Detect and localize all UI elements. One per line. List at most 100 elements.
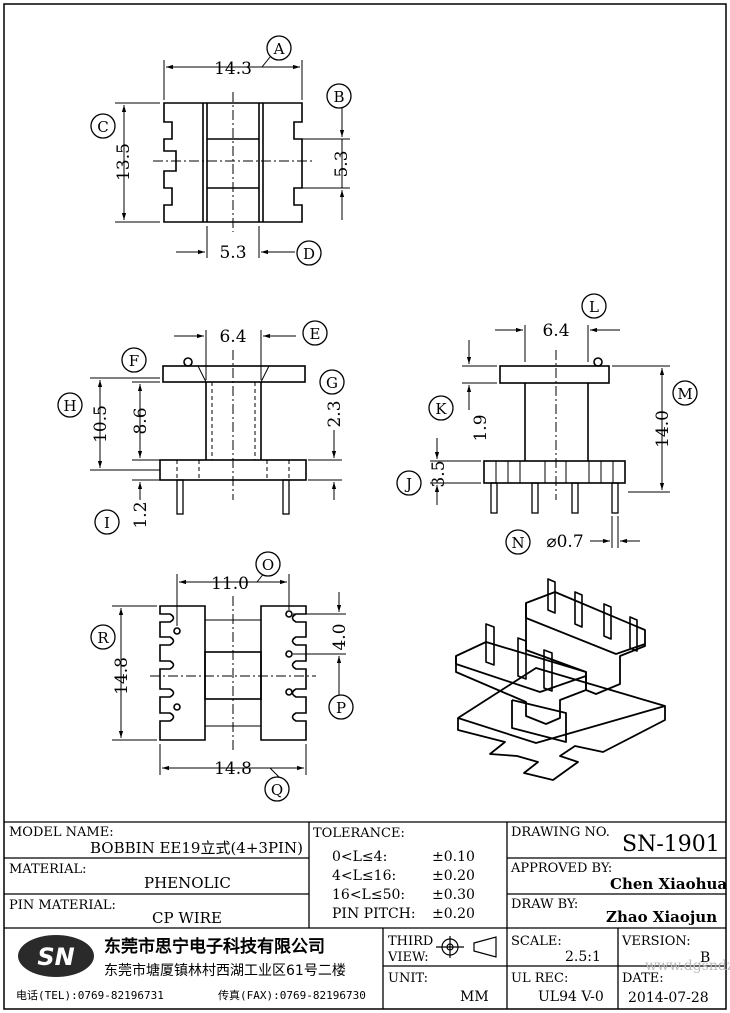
dim-k-value: 1.9 <box>471 414 491 441</box>
dim-j-value: 3.5 <box>429 460 449 487</box>
svg-text:C: C <box>97 118 108 136</box>
balloon-m: M <box>672 380 698 406</box>
title-block <box>4 821 726 1009</box>
drawing-no: SN-1901 <box>622 832 720 857</box>
side-view <box>430 325 670 548</box>
version: B <box>700 950 710 966</box>
balloon-f: F <box>121 347 147 373</box>
dim-r-value: 14.8 <box>112 657 132 695</box>
model-name-label: MODEL NAME: <box>9 825 114 840</box>
dim-86-value: 8.6 <box>131 407 151 434</box>
svg-text:F: F <box>129 352 139 370</box>
company-name: 东莞市思宁电子科技有限公司 <box>104 936 325 957</box>
dim-q-value: 14.8 <box>214 759 252 779</box>
balloon-h: H <box>57 392 83 418</box>
dim-p-value: 4.0 <box>330 623 350 650</box>
draw-label: DRAW BY: <box>511 897 578 912</box>
front-view <box>90 330 342 515</box>
approved-label: APPROVED BY: <box>510 861 612 876</box>
drawing-no-label: DRAWING NO. <box>511 825 610 840</box>
tol-value-1: ±0.20 <box>432 868 475 884</box>
balloon-a: A <box>266 35 292 61</box>
tolerance-label: TOLERANCE: <box>313 826 405 841</box>
svg-text:I: I <box>104 514 110 532</box>
tol-value-0: ±0.10 <box>432 849 475 865</box>
dim-n-value: ⌀0.7 <box>546 532 583 552</box>
svg-text:A: A <box>273 40 285 58</box>
balloon-r: R <box>90 624 116 650</box>
title-block-text: MODEL NAME: BOBBIN EE19立式(4+3PIN) MATERI… <box>9 825 730 1006</box>
pin-material-label: PIN MATERIAL: <box>9 898 116 913</box>
company-tel: 电话(TEL):0769-82196731 <box>16 989 164 1002</box>
svg-text:N: N <box>511 534 524 552</box>
balloon-b: B <box>326 83 352 109</box>
dim-m-value: 14.0 <box>653 410 673 448</box>
tol-value-3: ±0.20 <box>432 906 475 922</box>
svg-text:O: O <box>262 556 274 574</box>
company-block: SN 东莞市思宁电子科技有限公司 东莞市塘厦镇林村西湖工业区61号二楼 电话(T… <box>16 935 366 1002</box>
date: 2014-07-28 <box>628 990 709 1006</box>
balloon-p: P <box>328 694 354 720</box>
tol-range-3: PIN PITCH: <box>332 906 416 922</box>
unit-label: UNIT: <box>388 971 428 986</box>
watermark: www.dgsndz.com <box>645 958 730 974</box>
dim-l-value: 6.4 <box>542 321 569 341</box>
svg-text:K: K <box>435 400 447 418</box>
unit: MM <box>460 989 489 1005</box>
sheet-border <box>3 3 727 1010</box>
svg-text:M: M <box>677 385 692 403</box>
company-logo-text: SN <box>37 943 74 971</box>
pin-material: CP WIRE <box>152 909 222 927</box>
svg-text:D: D <box>303 245 315 263</box>
dim-i-value: 1.2 <box>131 501 151 528</box>
balloon-g: G <box>319 369 345 395</box>
balloon-o: O <box>255 551 281 577</box>
company-address: 东莞市塘厦镇林村西湖工业区61号二楼 <box>104 962 346 979</box>
approved-by: Chen Xiaohua <box>610 875 727 893</box>
svg-text:R: R <box>97 629 109 647</box>
third-view-label-2: VIEW: <box>387 950 429 965</box>
svg-text:Q: Q <box>271 781 283 799</box>
svg-text:G: G <box>326 374 338 392</box>
balloon-i: I <box>94 509 120 535</box>
bottom-view <box>112 571 346 779</box>
svg-text:J: J <box>404 475 412 493</box>
balloon-j: J <box>396 470 422 496</box>
scale: 2.5:1 <box>565 949 601 965</box>
balloons: A B C D E F G H I L M K J N O R P Q <box>57 35 698 802</box>
dim-b-value: 5.3 <box>332 150 352 177</box>
tol-range-1: 4<L≤16: <box>332 868 396 884</box>
svg-text:E: E <box>310 325 321 343</box>
ul: UL94 V-0 <box>538 989 604 1005</box>
company-fax: 传真(FAX):0769-82196730 <box>218 988 366 1002</box>
tol-value-2: ±0.30 <box>432 887 475 903</box>
dim-c-value: 13.5 <box>114 143 134 181</box>
date-label: DATE: <box>622 971 664 986</box>
dim-h-value: 10.5 <box>91 405 111 443</box>
dim-g-value: 2.3 <box>325 400 345 427</box>
balloon-n: N <box>505 529 531 555</box>
tol-range-2: 16<L≤50: <box>332 887 405 903</box>
draw-by: Zhao Xiaojun <box>606 908 717 926</box>
balloon-q: Q <box>264 776 290 802</box>
dim-d-value: 5.3 <box>219 243 246 263</box>
company-logo-icon <box>18 935 94 977</box>
dim-e-value: 6.4 <box>219 327 246 347</box>
ul-label: UL REC: <box>511 971 568 986</box>
balloon-c: C <box>90 113 116 139</box>
balloon-d: D <box>296 240 322 266</box>
isometric-view <box>455 578 666 781</box>
material: PHENOLIC <box>144 874 231 892</box>
version-label: VERSION: <box>621 934 691 949</box>
svg-text:H: H <box>63 397 76 415</box>
third-view-label-1: THIRD <box>388 934 433 949</box>
third-angle-projection-icon <box>436 936 497 958</box>
balloon-k: K <box>428 395 454 421</box>
balloon-l: L <box>581 293 607 319</box>
dim-a-value: 14.3 <box>214 59 252 79</box>
dim-o-value: 11.0 <box>211 574 249 594</box>
balloon-e: E <box>302 320 328 346</box>
top-view <box>115 56 350 258</box>
scale-label: SCALE: <box>511 934 562 949</box>
svg-text:P: P <box>336 699 346 717</box>
